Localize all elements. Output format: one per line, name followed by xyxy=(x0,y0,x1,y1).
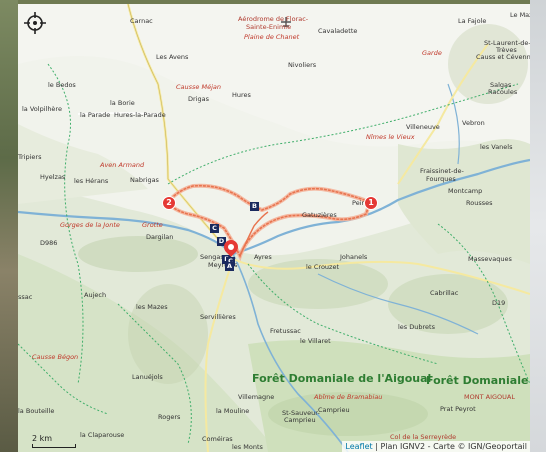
map-attribution: Leaflet | Plan IGNV2 - Carte © IGN/Geopo… xyxy=(342,441,530,452)
place-label-d986: D986 xyxy=(40,239,58,247)
place-label-aujech: Aujech xyxy=(84,291,107,299)
place-label-hures-parade: Hures-la-Parade xyxy=(114,111,166,119)
place-label-plaine-chanet: Plaine de Chanet xyxy=(244,33,300,41)
map-canvas xyxy=(18,4,530,452)
place-label-la-bouteille: la Bouteille xyxy=(18,407,55,415)
place-label-sengas: Sengas xyxy=(200,253,224,261)
place-label-les-monts: les Monts xyxy=(232,443,263,451)
place-label-servillieres: Servillières xyxy=(200,313,236,321)
place-label-le-mazel: Le Mazel xyxy=(510,11,530,19)
place-label-villeneuve: Villeneuve xyxy=(406,123,440,131)
place-label-nabrigas: Nabrigas xyxy=(130,176,159,184)
waypoint-wp-c-1[interactable]: C xyxy=(210,224,219,233)
place-label-comeiras: Coméiras xyxy=(202,435,233,443)
place-label-la-mouline: la Mouline xyxy=(216,407,250,415)
place-label-tripiers: Tripiers xyxy=(18,153,42,161)
place-label-la-volpilhere: la Volpilhère xyxy=(22,105,62,113)
forest-label-foret-1: Forêt Domaniale de l'Aigoual xyxy=(252,372,432,385)
place-label-massevaques: Massevaques xyxy=(468,255,512,263)
scale-bar: 2 km xyxy=(32,434,76,448)
place-label-cabrillac: Cabrillac xyxy=(430,289,459,297)
attribution-text: | Plan IGNV2 - Carte © IGN/Geoportail xyxy=(372,442,527,451)
place-label-racoules: Racoules xyxy=(488,88,518,96)
place-label-la-claparouse: la Claparouse xyxy=(80,431,125,439)
place-label-nivoliers: Nivoliers xyxy=(288,61,317,69)
place-label-fraissinet: Fraissinet-de- xyxy=(420,167,464,175)
place-label-salgas: Salgas xyxy=(490,81,512,89)
compass-icon[interactable] xyxy=(24,12,46,34)
place-label-la-parade: la Parade xyxy=(80,111,111,119)
waypoint-wp-a[interactable]: A xyxy=(225,262,234,271)
waypoint-wp-c-2[interactable]: C xyxy=(226,257,235,266)
place-label-st-laurent: St-Laurent-de- xyxy=(484,39,530,47)
place-label-nimes-vieux: Nîmes le Vieux xyxy=(366,133,415,141)
place-label-d19: D19 xyxy=(492,299,506,307)
place-label-garde: Garde xyxy=(422,49,442,57)
place-label-le-bedos: le Bedos xyxy=(48,81,76,89)
place-label-cavaladette: Cavaladette xyxy=(318,27,358,35)
place-label-montcamp: Montcamp xyxy=(448,187,483,195)
place-label-lanuejols: Lanuéjols xyxy=(132,373,163,381)
place-label-gorges-jonte: Gorges de la Jonte xyxy=(60,221,120,229)
place-label-prat-peyrot: Prat Peyrot xyxy=(440,405,476,413)
airport-icon xyxy=(281,17,291,27)
place-label-le-villaret: le Villaret xyxy=(300,337,331,345)
place-label-grotte: Grotte xyxy=(142,221,163,229)
place-label-villemagne: Villemagne xyxy=(238,393,275,401)
place-label-les-herans: les Hérans xyxy=(74,177,109,185)
place-label-meyrueis: Meyrueis xyxy=(208,261,238,269)
place-label-fourques: Fourques xyxy=(426,175,456,183)
place-label-vebron: Vebron xyxy=(462,119,485,127)
place-label-johanels: Johanels xyxy=(340,253,368,261)
place-label-fretussac: Fretussac xyxy=(270,327,301,335)
route-marker-1[interactable]: 1 xyxy=(364,196,378,210)
place-label-les-mazes: les Mazes xyxy=(136,303,168,311)
scale-label: 2 km xyxy=(32,434,53,443)
place-label-col-serreyrede: Col de la Serreyrède xyxy=(390,433,457,441)
place-label-mont-aigoual: MONT AIGOUAL xyxy=(464,393,515,401)
place-label-causse-mejan: Causse Méjan xyxy=(176,83,221,91)
place-label-drigas: Drigas xyxy=(188,95,209,103)
place-label-aerodrome: Aérodrome de Florac- xyxy=(238,15,309,23)
place-label-camprieu-1: Camprieu xyxy=(284,416,316,424)
place-label-sainte-enimie: Sainte-Enimie xyxy=(246,23,292,31)
place-label-ssac: ssac xyxy=(18,293,33,301)
route-marker-2[interactable]: 2 xyxy=(162,196,176,210)
place-label-causse-begon: Causse Bégon xyxy=(32,353,79,361)
place-label-la-fajole: La Fajole xyxy=(458,17,487,25)
place-label-rousses: Rousses xyxy=(466,199,493,207)
place-label-ayres: Ayres xyxy=(254,253,272,261)
place-label-treves: Trèves xyxy=(496,46,517,54)
place-label-les-avens: Les Avens xyxy=(156,53,189,61)
place-label-peirre: Peir xyxy=(352,199,365,207)
place-label-causs-cevennes: Causs et Cévennes xyxy=(476,53,530,61)
background-photo-right xyxy=(530,0,546,452)
place-label-aven-armand: Aven Armand xyxy=(100,161,145,169)
place-label-le-crouzet: le Crouzet xyxy=(306,263,339,271)
place-label-carnac: Carnac xyxy=(130,17,153,25)
place-label-hyelzas: Hyelzas xyxy=(40,173,66,181)
place-label-la-borie: la Borie xyxy=(110,99,135,107)
place-label-st-sauveur: St-Sauveur- xyxy=(282,409,320,417)
place-label-camprieu-2: Camprieu xyxy=(318,406,350,414)
waypoint-wp-b[interactable]: B xyxy=(250,202,259,211)
place-label-les-vanels: les Vanels xyxy=(480,143,513,151)
place-label-hures: Hures xyxy=(232,91,251,99)
leaflet-link[interactable]: Leaflet xyxy=(345,442,373,451)
place-label-rogers: Rogers xyxy=(158,413,181,421)
place-label-les-dubrets: les Dubrets xyxy=(398,323,435,331)
background-photo-left xyxy=(0,0,18,452)
place-label-dargilan: Dargilan xyxy=(146,233,174,241)
hiking-route xyxy=(167,184,372,259)
place-label-abime: Abîme de Bramabiau xyxy=(314,393,383,401)
forest-label-foret-2: Forêt Domaniale de l'Aigo xyxy=(426,374,530,387)
place-label-gatuzieres: Gatuzières xyxy=(302,211,337,219)
scale-line xyxy=(32,444,76,448)
waypoint-wp-d[interactable]: D xyxy=(217,237,226,246)
